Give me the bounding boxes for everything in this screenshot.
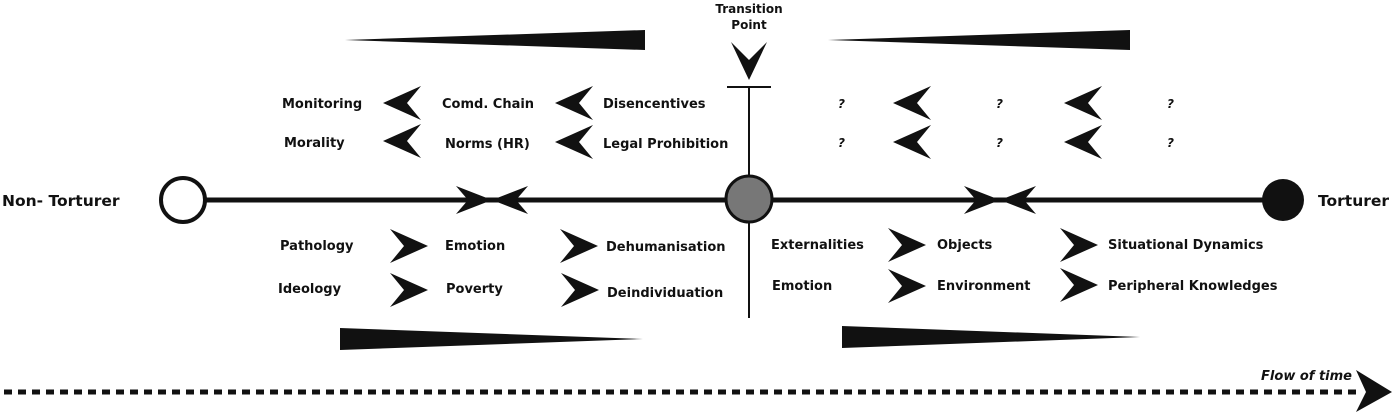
wedge-top-left: [345, 30, 645, 50]
label-comd-chain: Comd. Chain: [442, 97, 534, 112]
label-pathology: Pathology: [280, 239, 354, 254]
label-externalities: Externalities: [771, 238, 864, 253]
label-peripheral-knowledges: Peripheral Knowledges: [1108, 279, 1278, 294]
arrow-right-icon: [1060, 268, 1098, 302]
label-legal-prohibition: Legal Prohibition: [603, 137, 728, 152]
converge-arrow-right-icon-2: [964, 186, 1000, 214]
label-poverty: Poverty: [446, 282, 503, 297]
label-ideology: Ideology: [278, 282, 342, 297]
label-emotion-2: Emotion: [772, 279, 832, 294]
arrow-left-icon: [1064, 86, 1102, 120]
unknown-mark: ?: [838, 97, 845, 111]
unknown-mark: ?: [996, 97, 1003, 111]
unknown-mark: ?: [838, 136, 845, 150]
label-morality: Morality: [284, 136, 345, 151]
label-deindividuation: Deindividuation: [607, 286, 723, 301]
arrow-left-icon: [893, 125, 931, 159]
non-torturer-label: Non- Torturer: [2, 192, 120, 210]
converge-arrow-left-icon: [492, 186, 528, 214]
arrow-right-icon: [888, 269, 926, 303]
unknown-mark: ?: [1167, 136, 1174, 150]
torturer-label: Torturer: [1318, 192, 1389, 210]
converge-arrow-right-icon: [456, 186, 492, 214]
arrow-right-icon: [888, 228, 926, 262]
wedge-bottom-left: [340, 328, 643, 350]
transition-label-line2: Point: [731, 18, 767, 32]
arrow-left-icon: [383, 124, 421, 158]
label-emotion: Emotion: [445, 239, 505, 254]
arrow-left-icon: [1064, 125, 1102, 159]
wedge-top-right: [828, 30, 1130, 50]
arrow-left-icon: [555, 86, 593, 120]
label-objects: Objects: [937, 238, 993, 253]
converge-arrow-left-icon-2: [1000, 186, 1036, 214]
label-norms-hr: Norms (HR): [445, 137, 530, 152]
arrow-right-icon: [561, 273, 599, 307]
arrow-right-icon: [1060, 228, 1098, 262]
arrow-left-icon: [383, 86, 421, 120]
flow-arrowhead-icon: [1356, 370, 1392, 412]
arrow-right-icon: [560, 229, 598, 263]
arrow-right-icon: [390, 273, 428, 307]
wedge-bottom-right: [842, 326, 1140, 348]
label-situational-dynamics: Situational Dynamics: [1108, 238, 1264, 253]
arrow-left-icon: [893, 86, 931, 120]
label-environment: Environment: [937, 279, 1031, 294]
arrow-left-icon: [555, 125, 593, 159]
arrow-right-icon: [390, 229, 428, 263]
transition-down-arrow-icon: [731, 42, 767, 80]
label-monitoring: Monitoring: [282, 97, 362, 112]
unknown-mark: ?: [1167, 97, 1174, 111]
torturer-node: [1262, 179, 1304, 221]
label-dehumanisation: Dehumanisation: [606, 240, 726, 255]
non-torturer-node: [159, 176, 207, 224]
transition-label-line1: Transition: [715, 2, 782, 16]
transition-node: [724, 174, 774, 224]
label-disencentives: Disencentives: [603, 97, 706, 112]
unknown-mark: ?: [996, 136, 1003, 150]
flow-of-time-label: Flow of time: [1261, 369, 1352, 384]
